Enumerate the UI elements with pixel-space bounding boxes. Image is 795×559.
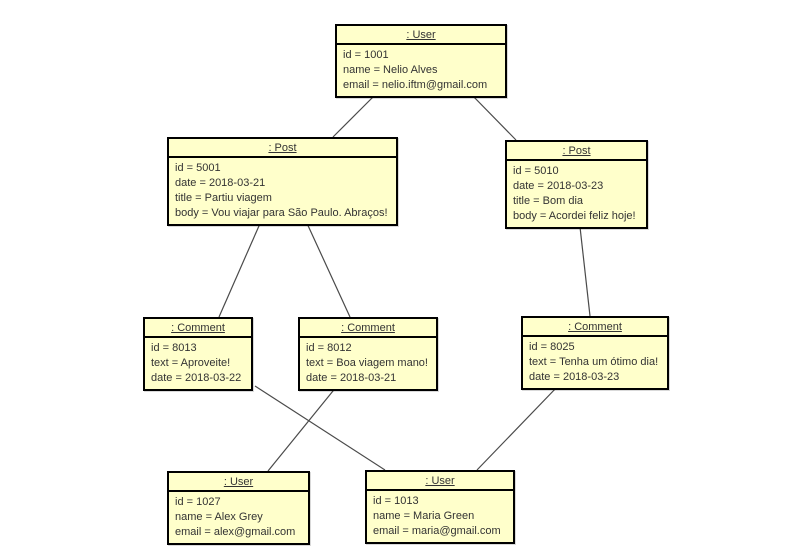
object-attributes: id = 5010 date = 2018-03-23 title = Bom …: [507, 161, 646, 227]
attribute-line: email = nelio.iftm@gmail.com: [343, 79, 488, 91]
edge-comment-8012-user-1027[interactable]: [267, 385, 338, 472]
attribute-line: date = 2018-03-21: [306, 372, 397, 384]
object-attributes: id = 1027 name = Alex Grey email = alex@…: [169, 492, 308, 543]
attribute-line: name = Alex Grey: [175, 511, 263, 523]
attribute-line: date = 2018-03-23: [529, 371, 620, 383]
edge-post-5001-comment-8013[interactable]: [218, 218, 263, 318]
attribute-line: name = Maria Green: [373, 510, 475, 522]
object-title: : Comment: [300, 319, 436, 338]
object-attributes: id = 1013 name = Maria Green email = mar…: [367, 491, 513, 542]
attribute-line: date = 2018-03-21: [175, 177, 266, 189]
attribute-line: id = 5001: [175, 162, 221, 174]
attribute-line: text = Aproveite!: [151, 357, 231, 369]
edge-comment-8025-user-1013[interactable]: [476, 385, 559, 471]
object-attributes: id = 8013 text = Aproveite! date = 2018-…: [145, 338, 251, 389]
object-title: : User: [337, 26, 505, 45]
object-node-user-1013[interactable]: : User id = 1013 name = Maria Green emai…: [365, 470, 515, 544]
object-node-user-1001[interactable]: : User id = 1001 name = Nelio Alves emai…: [335, 24, 507, 98]
attribute-line: body = Vou viajar para São Paulo. Abraço…: [175, 207, 388, 219]
attribute-line: email = alex@gmail.com: [175, 526, 296, 538]
attribute-line: title = Partiu viagem: [175, 192, 272, 204]
attribute-line: email = maria@gmail.com: [373, 525, 501, 537]
object-node-user-1027[interactable]: : User id = 1027 name = Alex Grey email …: [167, 471, 310, 545]
attribute-line: id = 8013: [151, 342, 197, 354]
attribute-line: body = Acordei feliz hoje!: [513, 210, 636, 222]
attribute-line: date = 2018-03-23: [513, 180, 604, 192]
object-node-comment-8012[interactable]: : Comment id = 8012 text = Boa viagem ma…: [298, 317, 438, 391]
object-attributes: id = 5001 date = 2018-03-21 title = Part…: [169, 158, 396, 224]
object-title: : User: [169, 473, 308, 492]
edge-user-1001-post-5001[interactable]: [332, 92, 378, 138]
attribute-line: text = Tenha um ótimo dia!: [529, 356, 659, 368]
object-node-comment-8013[interactable]: : Comment id = 8013 text = Aproveite! da…: [143, 317, 253, 391]
attribute-line: id = 1001: [343, 49, 389, 61]
attribute-line: id = 8012: [306, 342, 352, 354]
edge-post-5010-comment-8025[interactable]: [578, 217, 591, 317]
attribute-line: id = 1027: [175, 496, 221, 508]
attribute-line: date = 2018-03-22: [151, 372, 242, 384]
attribute-line: id = 5010: [513, 165, 559, 177]
object-attributes: id = 8012 text = Boa viagem mano! date =…: [300, 338, 436, 389]
attribute-line: id = 8025: [529, 341, 575, 353]
object-title: : Post: [169, 139, 396, 158]
object-title: : Comment: [145, 319, 251, 338]
object-title: : Comment: [523, 318, 667, 337]
attribute-line: title = Bom dia: [513, 195, 584, 207]
attribute-line: text = Boa viagem mano!: [306, 357, 428, 369]
object-title: : User: [367, 472, 513, 491]
object-title: : Post: [507, 142, 646, 161]
object-attributes: id = 8025 text = Tenha um ótimo dia! dat…: [523, 337, 667, 388]
object-node-comment-8025[interactable]: : Comment id = 8025 text = Tenha um ótim…: [521, 316, 669, 390]
edge-user-1001-post-5010[interactable]: [469, 92, 517, 141]
object-node-post-5001[interactable]: : Post id = 5001 date = 2018-03-21 title…: [167, 137, 398, 226]
edge-post-5001-comment-8012[interactable]: [304, 218, 351, 318]
attribute-line: name = Nelio Alves: [343, 64, 438, 76]
object-attributes: id = 1001 name = Nelio Alves email = nel…: [337, 45, 505, 96]
object-node-post-5010[interactable]: : Post id = 5010 date = 2018-03-23 title…: [505, 140, 648, 229]
edge-comment-8013-user-1013[interactable]: [254, 385, 386, 471]
attribute-line: id = 1013: [373, 495, 419, 507]
